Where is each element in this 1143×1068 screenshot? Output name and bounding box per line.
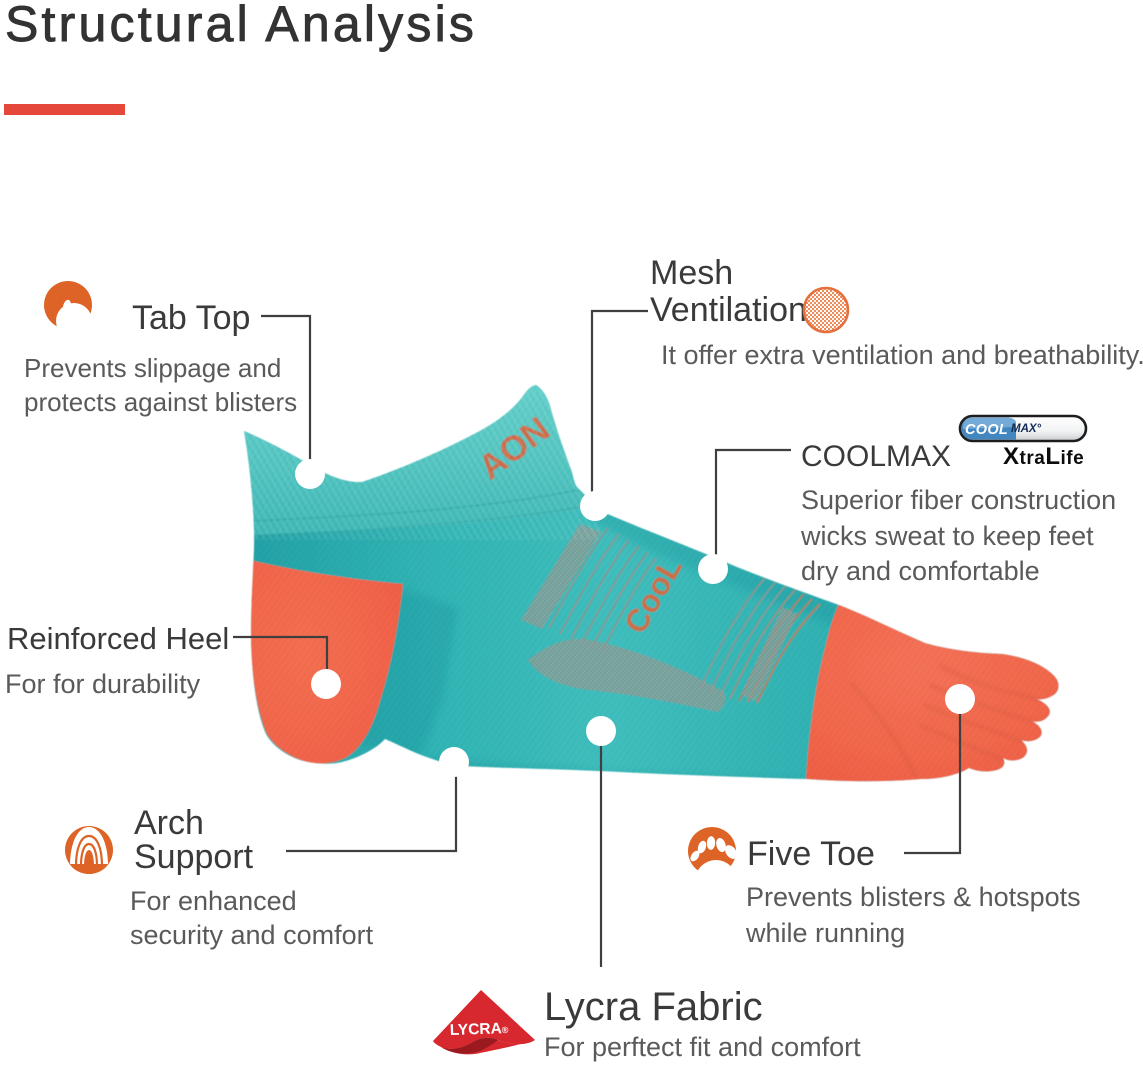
svg-text:For enhanced: For enhanced [130, 886, 297, 916]
svg-text:while running: while running [745, 918, 905, 948]
svg-text:Arch: Arch [134, 804, 204, 842]
svg-text:For perftect fit and comfort: For perftect fit and comfort [544, 1032, 861, 1062]
svg-text:Tab Top: Tab Top [132, 299, 250, 337]
svg-text:security and comfort: security and comfort [130, 920, 374, 950]
svg-text:Ventilation: Ventilation [650, 291, 807, 329]
svg-text:dry and comfortable: dry and comfortable [801, 556, 1040, 586]
svg-text:MAX°: MAX° [1011, 423, 1042, 435]
svg-text:XtraLife: XtraLife [1003, 443, 1084, 470]
svg-text:LYCRA®: LYCRA® [450, 1020, 510, 1039]
svg-text:Reinforced Heel: Reinforced Heel [7, 621, 229, 656]
svg-text:It offer extra ventilation and: It offer extra ventilation and breathabi… [661, 340, 1143, 370]
svg-text:Lycra Fabric: Lycra Fabric [544, 985, 763, 1029]
svg-text:Superior fiber construction: Superior fiber construction [801, 485, 1116, 515]
svg-text:Structural Analysis: Structural Analysis [5, 0, 477, 52]
svg-text:Prevents slippage and: Prevents slippage and [24, 353, 281, 383]
svg-text:Prevents blisters & hotspots: Prevents blisters & hotspots [746, 882, 1081, 912]
svg-text:protects against blisters: protects against blisters [24, 387, 297, 417]
svg-text:Mesh: Mesh [650, 254, 733, 292]
svg-text:COOL: COOL [965, 422, 1008, 438]
svg-text:Support: Support [134, 838, 254, 876]
svg-text:COOLMAX: COOLMAX [801, 440, 951, 473]
svg-text:For for durability: For for durability [5, 669, 201, 699]
svg-text:wicks sweat to keep feet: wicks sweat to keep feet [800, 521, 1094, 551]
svg-text:Five Toe: Five Toe [747, 835, 875, 873]
